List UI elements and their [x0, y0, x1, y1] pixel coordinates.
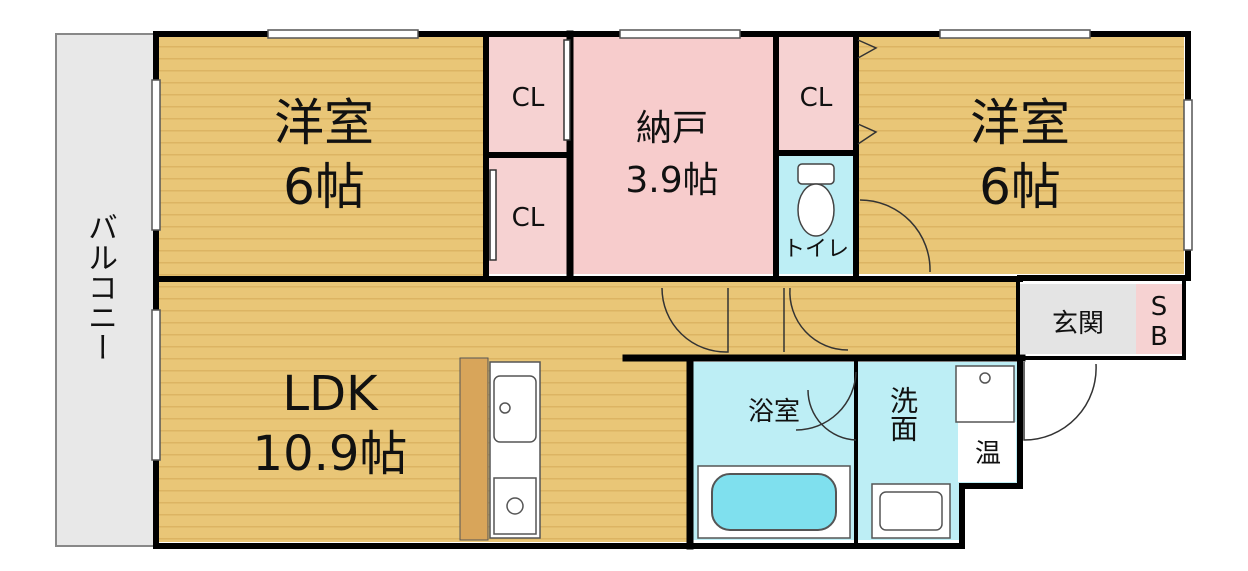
- water-heater-area: [958, 422, 1016, 482]
- storage-room-name: 納戸: [636, 108, 708, 149]
- toilet-label: トイレ: [783, 237, 849, 262]
- closet-bottom-left-label: CL: [512, 203, 545, 233]
- windows: [151, 29, 1193, 461]
- kitchen-counter: [459, 357, 541, 541]
- balcony-label: バルコニー: [82, 212, 117, 362]
- western-room-right-size: 6帖: [979, 158, 1061, 216]
- washer-pan-icon: [955, 365, 1015, 423]
- western-room-left-name: 洋室: [274, 94, 374, 152]
- entrance-area: [1018, 284, 1136, 354]
- closet-right-label: CL: [800, 83, 833, 113]
- sink-icon: [493, 375, 537, 443]
- water-heater-label: 温: [975, 439, 1001, 469]
- washbasin-icon: [871, 483, 951, 539]
- ldk-size: 10.9帖: [253, 426, 408, 482]
- washroom-label: 洗面: [886, 386, 919, 442]
- bathtub-icon: [697, 465, 851, 539]
- western-room-right-floor: [856, 36, 1184, 274]
- storage-room-size: 3.9帖: [625, 160, 718, 201]
- shoe-box-area: [1136, 284, 1182, 354]
- toilet-icon: [797, 163, 835, 237]
- closet-top-left-area: [488, 36, 570, 154]
- stove-icon: [493, 477, 537, 535]
- western-room-right-name: 洋室: [970, 94, 1070, 152]
- doors: [489, 39, 1097, 441]
- entrance-label: 玄関: [1052, 309, 1104, 339]
- ldk-name: LDK: [282, 366, 379, 422]
- closet-bottom-left-area: [488, 156, 570, 274]
- balcony-area: [55, 33, 157, 547]
- storage-room-area: [572, 36, 776, 274]
- shoe-box-label: SB: [1144, 292, 1174, 352]
- bathroom-label: 浴室: [748, 397, 800, 427]
- ldk-floor: [158, 282, 688, 542]
- closet-right-area: [778, 36, 856, 152]
- closet-top-left-label: CL: [512, 83, 545, 113]
- western-room-left-size: 6帖: [283, 158, 365, 216]
- hallway-floor: [688, 282, 1018, 356]
- western-room-left-floor: [158, 36, 486, 276]
